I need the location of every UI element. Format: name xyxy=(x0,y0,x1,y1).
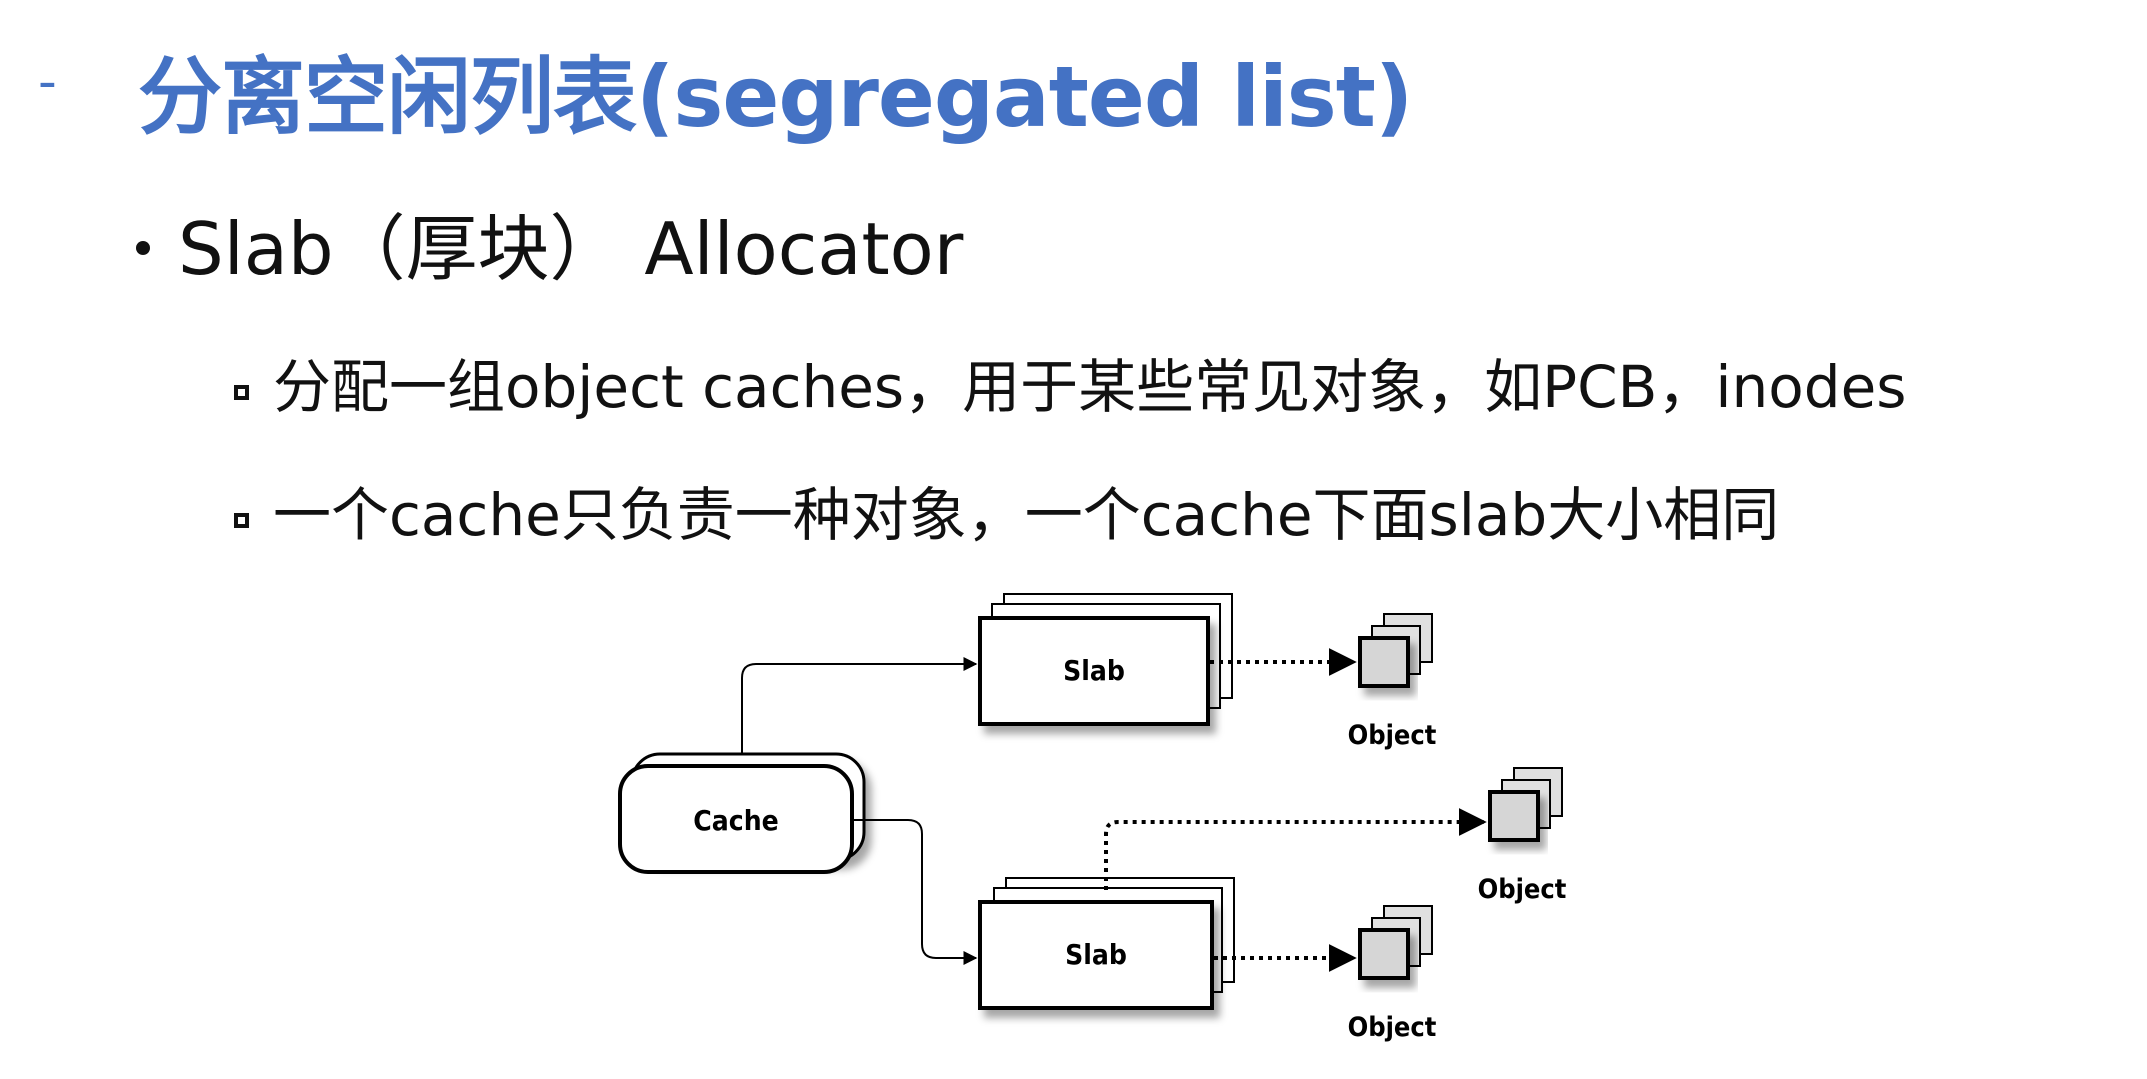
edge-cache-to-slab-top xyxy=(741,657,978,754)
slab-node-top: Slab xyxy=(978,593,1233,726)
square-bullet-icon xyxy=(234,513,249,529)
sub-bullet-object-caches: 分配一组object caches，用于某些常见对象，如PCB，inodes xyxy=(234,340,1907,424)
sub-bullet-cache-per-object-text: 一个cache只负责一种对象，一个cache下面slab大小相同 xyxy=(273,481,1780,549)
object-top-label: Object xyxy=(1348,720,1437,751)
object-node-middle: Object xyxy=(1478,767,1567,905)
object-bottom-label: Object xyxy=(1348,1012,1437,1043)
slide-title: 分离空闲列表(segregated list) xyxy=(138,48,1413,146)
object-middle-label: Object xyxy=(1478,874,1567,905)
edge-slab-bottom-to-object-middle xyxy=(1104,808,1487,890)
slab-bottom-label: Slab xyxy=(1065,938,1127,971)
sub-bullet-cache-per-object: 一个cache只负责一种对象，一个cache下面slab大小相同 xyxy=(234,468,1779,552)
slab-top-label: Slab xyxy=(1063,654,1125,687)
square-bullet-icon xyxy=(234,385,249,401)
object-node-bottom: Object xyxy=(1348,905,1437,1043)
bullet-dot-icon xyxy=(136,241,150,256)
sub-bullet-object-caches-text: 分配一组object caches，用于某些常见对象，如PCB，inodes xyxy=(273,353,1907,421)
slab-node-bottom: Slab xyxy=(978,877,1235,1010)
edge-cache-to-slab-bottom xyxy=(852,819,978,965)
object-node-top: Object xyxy=(1348,613,1437,751)
bullet-slab-allocator: Slab（厚块） Allocator xyxy=(136,190,963,295)
cache-node: Cache xyxy=(618,752,866,874)
bullet-slab-allocator-text: Slab（厚块） Allocator xyxy=(178,207,964,291)
bullet-dash: - xyxy=(38,52,57,112)
cache-label: Cache xyxy=(693,804,778,837)
